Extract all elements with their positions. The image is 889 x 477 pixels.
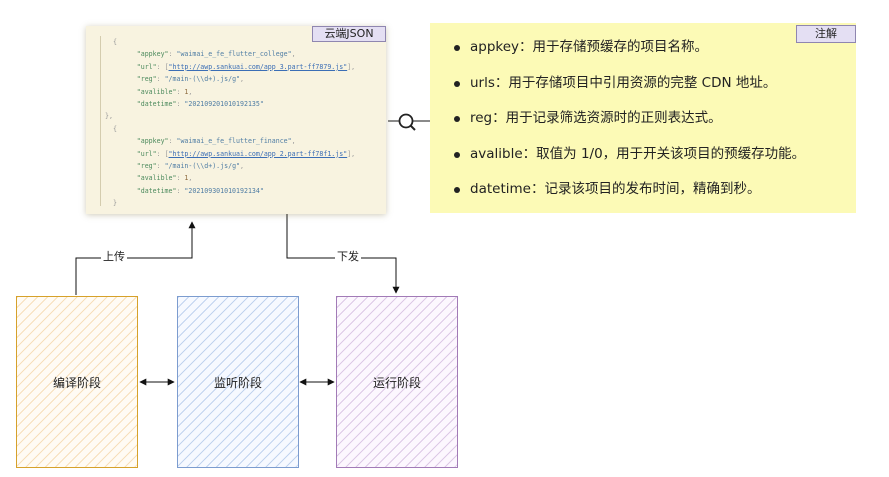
json-value: "waimai_e_fe_flutter_college"	[176, 50, 292, 59]
json-brace: }	[105, 199, 117, 208]
json-value: "/main-(\\d+).js/g"	[164, 75, 241, 84]
json-terminator: ,	[240, 75, 244, 84]
json-separator: :	[168, 137, 177, 146]
magnifier-icon	[398, 113, 416, 131]
json-separator: :	[168, 50, 177, 59]
json-code-line: },	[105, 110, 380, 122]
upload-label: 上传	[101, 250, 127, 264]
json-code-block: { "appkey": "waimai_e_fe_flutter_college…	[100, 36, 380, 209]
json-separator: :	[176, 87, 185, 96]
json-code-line: "url": ["http://awp.sankuai.com/app_2.pa…	[105, 148, 380, 160]
json-code-line: "appkey": "waimai_e_fe_flutter_finance",	[105, 135, 380, 147]
json-terminator: ,	[188, 87, 193, 96]
json-code-line: "datetime": "20210920101019213​5"	[105, 98, 380, 110]
json-separator: :	[156, 75, 165, 84]
json-terminator: ,	[291, 50, 296, 59]
json-brace: {	[105, 124, 117, 133]
stage-runtime: 运行阶段	[336, 296, 458, 468]
json-terminator: ],	[347, 62, 356, 71]
note-item-avalible: avalible：取值为 1/0，用于开关该项目的预缓存功能。	[452, 142, 805, 166]
json-card-tag: 云端JSON	[312, 26, 386, 42]
note-item-urls: urls：用于存储项目中引用资源的完整 CDN 地址。	[452, 71, 805, 95]
stage-monitor: 监听阶段	[177, 296, 299, 468]
json-code-line: "appkey": "waimai_e_fe_flutter_college",	[105, 48, 380, 60]
json-code-line: "reg": "/main-(\\d+).js/g",	[105, 73, 380, 85]
json-terminator: ,	[240, 161, 244, 170]
json-value: "/main-(\\d+).js/g"	[164, 161, 241, 170]
stage-monitor-label: 监听阶段	[213, 375, 262, 390]
json-separator: :	[176, 174, 185, 183]
stage-runtime-label: 运行阶段	[372, 375, 421, 390]
json-separator: : [	[156, 62, 169, 71]
note-item-reg: reg：用于记录筛选资源时的正则表达式。	[452, 106, 805, 130]
notes-panel: 注解 appkey：用于存储预缓存的项目名称。 urls：用于存储项目中引用资源…	[430, 23, 856, 213]
json-terminator: ],	[347, 149, 356, 158]
json-code-line: "datetime": "20210930101019213​4"	[105, 185, 380, 197]
json-key: "reg"	[136, 161, 157, 170]
json-code-line: "avalible": 1,	[105, 172, 380, 184]
json-key: "url"	[136, 62, 157, 71]
json-code-line: "reg": "/main-(\\d+).js/g",	[105, 160, 380, 172]
json-brace: {	[105, 38, 117, 46]
json-value: "20210920101019213​5"	[184, 99, 264, 108]
json-code-line: }	[105, 197, 380, 209]
json-key: "datetime"	[136, 186, 177, 195]
json-key: "avalible"	[136, 174, 177, 183]
stage-compile-label: 编译阶段	[52, 375, 101, 390]
json-separator: :	[176, 99, 185, 108]
note-item-datetime: datetime：记录该项目的发布时间，精确到秒。	[452, 177, 805, 201]
json-value: 1	[184, 174, 189, 183]
json-key: "avalible"	[136, 87, 177, 96]
notes-list: appkey：用于存储预缓存的项目名称。 urls：用于存储项目中引用资源的完整…	[452, 35, 805, 213]
json-terminator: ,	[188, 174, 193, 183]
json-card: { "appkey": "waimai_e_fe_flutter_college…	[86, 26, 386, 214]
json-value: "http://awp.sankuai.com/app_2.part-ff78f…	[168, 149, 348, 158]
json-key: "appkey"	[136, 50, 169, 59]
json-key: "reg"	[136, 75, 157, 84]
json-terminator: ,	[291, 137, 296, 146]
json-value: "waimai_e_fe_flutter_finance"	[176, 137, 292, 146]
json-code-line: "avalible": 1,	[105, 86, 380, 98]
json-key: "datetime"	[136, 99, 177, 108]
json-value: "http://awp.sankuai.com/app_3.part-ff787…	[168, 62, 348, 71]
json-code-line: "url": ["http://awp.sankuai.com/app_3.pa…	[105, 61, 380, 73]
json-brace: },	[105, 112, 113, 121]
json-code-line: {	[105, 123, 380, 135]
json-value: "20210930101019213​4"	[184, 186, 264, 195]
json-key: "url"	[136, 149, 157, 158]
json-separator: :	[156, 161, 165, 170]
json-value: 1	[184, 87, 189, 96]
stage-compile: 编译阶段	[16, 296, 138, 468]
json-code-line: {	[105, 36, 380, 48]
notes-tag: 注解	[796, 25, 856, 43]
upload-edge	[75, 221, 196, 295]
json-key: "appkey"	[136, 137, 169, 146]
note-item-appkey: appkey：用于存储预缓存的项目名称。	[452, 35, 805, 59]
json-separator: :	[176, 186, 185, 195]
json-separator: : [	[156, 149, 169, 158]
deliver-label: 下发	[335, 250, 361, 264]
